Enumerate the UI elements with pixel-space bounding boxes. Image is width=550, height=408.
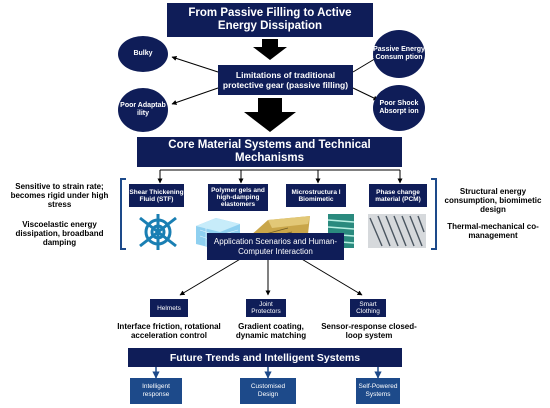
future-intelligent-response: Intelligent response: [130, 378, 182, 404]
application-helmets: Helmets: [150, 299, 188, 317]
poor-shock-absorption-node: Poor Shock Absorpt ion: [373, 85, 425, 131]
arrow-to-bulky: [171, 56, 219, 73]
arrow-to-helmets: [179, 257, 243, 296]
material-stf-label: Shear Thickening Fluid (STF): [129, 184, 184, 207]
note-viscoelastic: Viscoelastic energy dissipation, broadba…: [15, 220, 104, 247]
left-brace: [120, 178, 126, 250]
joint-protectors-desc: Gradient coating, dynamic matching: [235, 322, 307, 340]
application-smart-clothing: Smart Clothing: [350, 299, 386, 317]
block-arrow-1: [253, 39, 287, 60]
page-title: From Passive Filling to Active Energy Di…: [167, 3, 373, 37]
application-title: Application Scenarios and Human-Computer…: [207, 233, 344, 260]
material-pcm-label: Phase change material (PCM): [369, 184, 427, 207]
arrow-to-poor-adaptability: [171, 87, 219, 105]
future-self-powered: Self-Powered Systems: [356, 378, 400, 404]
material-biomimetic-label: Microstructura l Biomimetic: [286, 184, 346, 207]
limitations-box: Limitations of traditional protective ge…: [218, 65, 353, 95]
smart-clothing-desc: Sensor-response closed-loop system: [321, 322, 417, 340]
right-brace: [431, 178, 437, 250]
material-gel-label: Polymer gels and high-damping elastomers: [208, 184, 268, 211]
arrow-to-poor-shock: [352, 87, 379, 101]
note-structural-energy: Structural energy consumption, biomimeti…: [444, 187, 542, 214]
arrow-to-smart: [299, 257, 363, 296]
helmets-desc: Interface friction, rotational accelerat…: [117, 322, 221, 340]
pcm-structure-icon: [368, 214, 426, 248]
note-thermal-mechanical: Thermal-mechanical co-management: [447, 222, 539, 240]
bulky-node: Bulky: [118, 36, 168, 72]
passive-energy-consumption-node: Passive Energy Consum ption: [373, 30, 425, 78]
application-joint-protectors: Joint Protectors: [246, 299, 286, 317]
stf-lattice-icon: [139, 214, 177, 250]
block-arrow-2: [244, 98, 296, 132]
note-strain-rate: Sensitive to strain rate; becomes rigid …: [10, 182, 109, 209]
core-materials-title: Core Material Systems and Technical Mech…: [137, 137, 402, 167]
poor-adaptability-node: Poor Adaptab ility: [118, 88, 168, 132]
future-customised-design: Customised Design: [240, 378, 296, 404]
future-title: Future Trends and Intelligent Systems: [128, 348, 402, 367]
